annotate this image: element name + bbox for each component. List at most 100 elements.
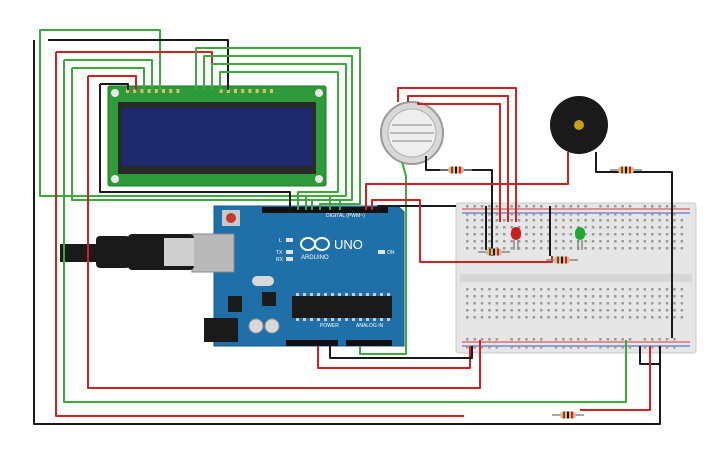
breadboard-hole [636,233,639,236]
breadboard-hole [569,233,573,236]
breadboard-hole [643,233,647,236]
breadboard-hole [517,240,521,243]
rail-hole [517,338,521,341]
breadboard-hole [591,247,595,250]
breadboard-hole [569,219,573,222]
breadboard-hole [466,233,469,236]
breadboard-hole [503,309,506,312]
breadboard-hole [495,233,499,236]
breadboard-hole [673,240,676,243]
breadboard-hole [525,288,528,291]
breadboard-hole [628,247,632,250]
breadboard-hole [591,295,595,298]
lcd-screen [122,108,312,166]
breadboard-hole [562,309,565,312]
lcd-pin [147,89,151,93]
breadboard-hole [532,309,536,312]
breadboard-hole [525,295,528,298]
breadboard-hole [532,302,536,305]
breadboard-hole [680,226,684,229]
gas-sensor-icon [380,101,444,165]
rail-hole [599,213,602,216]
rail-hole [643,213,647,216]
breadboard-hole [651,295,654,298]
breadboard-hole [591,288,595,291]
rail-hole [643,346,647,349]
breadboard-hole [473,295,476,298]
rail-hole [480,213,484,216]
arduino-uno-board: UNO ARDUINO DIGITAL (PWM~) POWER ANALOG … [191,205,405,347]
breadboard-hole [665,233,669,236]
capacitor-icon [264,318,280,334]
breadboard-hole [643,316,647,319]
analog-header [346,340,392,346]
breadboard-hole [466,309,469,312]
breadboard-hole [673,288,676,291]
led-l-label: L [279,238,282,244]
breadboard-hole [532,295,536,298]
lcd-pin [226,89,230,93]
breadboard-hole [658,247,661,250]
breadboard-hole [636,302,639,305]
breadboard-hole [680,295,684,298]
breadboard-hole [599,316,602,319]
breadboard-hole [621,233,624,236]
breadboard-hole [599,288,602,291]
breadboard-hole [540,309,543,312]
breadboard-hole [466,226,469,229]
led-on-indicator [378,250,385,254]
breadboard-hole [636,240,639,243]
rail-hole [651,346,654,349]
chip-pin [303,293,306,296]
rail-hole [665,346,669,349]
breadboard-hole [606,240,610,243]
breadboard-hole [466,240,469,243]
rail-hole [628,205,632,208]
breadboard-hole [562,233,565,236]
breadboard-hole [569,288,573,291]
breadboard-hole [584,233,587,236]
rail-hole [584,205,587,208]
breadboard-hole [480,316,484,319]
breadboard-hole [503,240,506,243]
chip-pin [387,293,390,296]
rail-hole [643,338,647,341]
lcd-pin [154,89,158,93]
breadboard-hole [636,247,639,250]
rail-hole [606,213,610,216]
breadboard-hole [525,247,528,250]
breadboard-hole [547,233,550,236]
rail-hole [599,346,602,349]
breadboard-hole [488,309,491,312]
breadboard-hole [621,247,624,250]
breadboard-hole [540,226,543,229]
breadboard-hole [628,240,632,243]
breadboard-hole [584,316,587,319]
green-led-icon [575,227,585,250]
breadboard-hole [495,309,499,312]
breadboard-hole [680,302,684,305]
breadboard-hole [680,233,684,236]
lcd-pin [248,89,252,93]
breadboard-hole [525,302,528,305]
breadboard-hole [643,226,647,229]
rail-hole [554,338,558,341]
rail-hole [562,205,565,208]
breadboard-hole [525,219,528,222]
chip-pin [317,293,320,296]
rail-hole [510,346,513,349]
breadboard-hole [599,247,602,250]
breadboard-hole [517,295,521,298]
breadboard-hole [606,309,610,312]
breadboard-hole [473,226,476,229]
rail-hole [473,346,476,349]
rail-hole [562,346,565,349]
breadboard-hole [503,295,506,298]
chip-pin [338,293,341,296]
breadboard-hole [606,219,610,222]
rail-hole [673,205,676,208]
breadboard-hole [503,288,506,291]
breadboard-hole [591,233,595,236]
breadboard-hole [628,309,632,312]
